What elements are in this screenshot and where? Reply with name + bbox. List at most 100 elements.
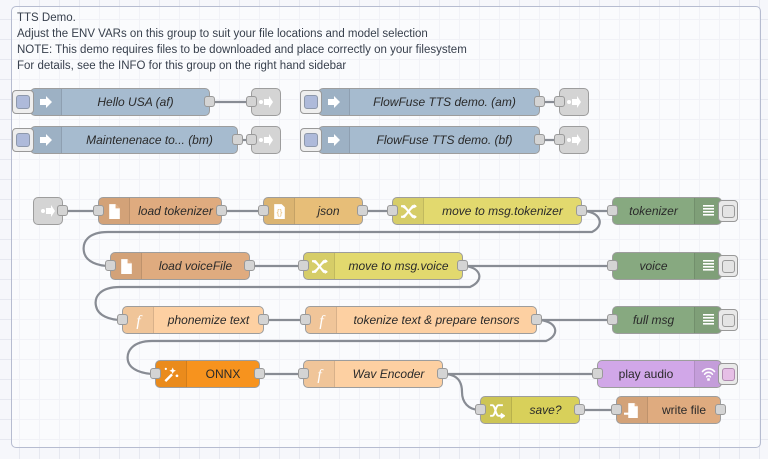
- node-inject-flowfuse-tts-demo-bf[interactable]: FlowFuse TTS demo. (bf): [300, 126, 545, 154]
- inject-arrow-icon: [31, 127, 62, 153]
- node-inject-maintenenace-bm[interactable]: Maintenenace to... (bm): [12, 126, 243, 154]
- input-port[interactable]: [607, 260, 618, 271]
- input-port[interactable]: [607, 314, 618, 325]
- inject-trigger-button[interactable]: [12, 90, 34, 114]
- node-link-out-4[interactable]: [554, 126, 589, 154]
- inject-trigger-button[interactable]: [300, 128, 322, 152]
- input-port[interactable]: [246, 96, 257, 107]
- switch-icon: [481, 397, 512, 423]
- node-label: play audio: [618, 367, 674, 381]
- inject-trigger-button[interactable]: [300, 90, 322, 114]
- output-port[interactable]: [254, 368, 265, 379]
- inject-arrow-icon: [319, 127, 350, 153]
- node-save-switch[interactable]: save?: [475, 396, 585, 424]
- svg-text:f: f: [319, 312, 326, 328]
- output-port[interactable]: [534, 96, 545, 107]
- node-inject-flowfuse-tts-demo-am[interactable]: FlowFuse TTS demo. (am): [300, 88, 545, 116]
- link-out-icon: [567, 134, 581, 146]
- output-port[interactable]: [204, 96, 215, 107]
- group-comment-line-1: TTS Demo.: [17, 12, 76, 24]
- inject-trigger-button[interactable]: [12, 128, 34, 152]
- input-port[interactable]: [300, 314, 311, 325]
- node-load-tokenizer[interactable]: load tokenizer: [93, 197, 227, 225]
- node-write-file[interactable]: write file: [611, 396, 726, 424]
- input-port[interactable]: [105, 260, 116, 271]
- output-port[interactable]: [531, 314, 542, 325]
- input-port[interactable]: [298, 368, 309, 379]
- node-link-out-3[interactable]: [246, 126, 281, 154]
- inject-arrow-icon: [31, 89, 62, 115]
- node-debug-voice[interactable]: voice: [607, 252, 738, 280]
- node-move-to-msg-tokenizer[interactable]: move to msg.tokenizer: [387, 197, 587, 225]
- link-out-icon: [259, 96, 273, 108]
- file-in-icon: [99, 198, 130, 224]
- file-out-icon: [617, 397, 648, 423]
- input-port[interactable]: [475, 404, 486, 415]
- output-port[interactable]: [574, 404, 585, 415]
- node-label: Hello USA (af): [97, 95, 174, 109]
- node-onnx[interactable]: ONNX: [150, 360, 265, 388]
- play-audio-toggle[interactable]: [718, 363, 738, 385]
- debug-lines-icon: [694, 253, 721, 279]
- input-port[interactable]: [246, 134, 257, 145]
- magic-wand-icon: [156, 361, 187, 387]
- output-port[interactable]: [576, 205, 587, 216]
- debug-enable-toggle[interactable]: [718, 200, 738, 222]
- function-f-icon: f: [123, 307, 154, 333]
- output-port[interactable]: [232, 134, 243, 145]
- input-port[interactable]: [554, 96, 565, 107]
- node-tokenize-text-prepare-tensors[interactable]: f tokenize text & prepare tensors: [300, 306, 542, 334]
- output-port[interactable]: [258, 314, 269, 325]
- node-label: full msg: [632, 313, 675, 327]
- node-label: json: [317, 204, 340, 218]
- node-json[interactable]: {} json: [258, 197, 368, 225]
- debug-enable-toggle[interactable]: [718, 309, 738, 331]
- node-debug-tokenizer[interactable]: tokenizer: [607, 197, 738, 225]
- input-port[interactable]: [611, 404, 622, 415]
- link-in-icon: [41, 205, 55, 217]
- svg-text:f: f: [136, 312, 143, 328]
- input-port[interactable]: [554, 134, 565, 145]
- input-port[interactable]: [592, 368, 603, 379]
- node-debug-full-msg[interactable]: full msg: [607, 306, 738, 334]
- node-phonemize-text[interactable]: f phonemize text: [117, 306, 269, 334]
- input-port[interactable]: [117, 314, 128, 325]
- output-port[interactable]: [534, 134, 545, 145]
- output-port[interactable]: [216, 205, 227, 216]
- node-label: write file: [661, 403, 706, 417]
- node-link-out-2[interactable]: [554, 88, 589, 116]
- input-port[interactable]: [387, 205, 398, 216]
- group-comment-line-2: Adjust the ENV VARs on this group to sui…: [17, 28, 428, 40]
- input-port[interactable]: [258, 205, 269, 216]
- function-f-icon: f: [306, 307, 337, 333]
- debug-lines-icon: [694, 307, 721, 333]
- debug-enable-toggle[interactable]: [718, 255, 738, 277]
- input-port[interactable]: [298, 260, 309, 271]
- node-move-to-msg-voice[interactable]: move to msg.voice: [298, 252, 468, 280]
- node-link-in-1[interactable]: [33, 197, 68, 225]
- speaker-wifi-icon: [694, 361, 721, 387]
- svg-text:{}: {}: [276, 207, 282, 217]
- output-port[interactable]: [715, 404, 726, 415]
- svg-text:f: f: [317, 366, 324, 382]
- input-port[interactable]: [607, 205, 618, 216]
- group-comment-line-4: For details, see the INFO for this group…: [17, 60, 347, 72]
- output-port[interactable]: [244, 260, 255, 271]
- input-port[interactable]: [150, 368, 161, 379]
- node-inject-hello-usa-af[interactable]: Hello USA (af): [12, 88, 215, 116]
- node-label: load voiceFile: [158, 259, 233, 273]
- node-wav-encoder[interactable]: f Wav Encoder: [298, 360, 448, 388]
- node-label: move to msg.tokenizer: [442, 204, 563, 218]
- output-port[interactable]: [457, 260, 468, 271]
- group-comment-line-3: NOTE: This demo requires files to be dow…: [17, 44, 467, 56]
- node-load-voicefile[interactable]: load voiceFile: [105, 252, 255, 280]
- node-link-out-1[interactable]: [246, 88, 281, 116]
- output-port[interactable]: [57, 205, 68, 216]
- node-play-audio[interactable]: play audio: [592, 360, 738, 388]
- debug-lines-icon: [694, 198, 721, 224]
- node-label: FlowFuse TTS demo. (bf): [376, 133, 513, 147]
- output-port[interactable]: [437, 368, 448, 379]
- input-port[interactable]: [93, 205, 104, 216]
- output-port[interactable]: [357, 205, 368, 216]
